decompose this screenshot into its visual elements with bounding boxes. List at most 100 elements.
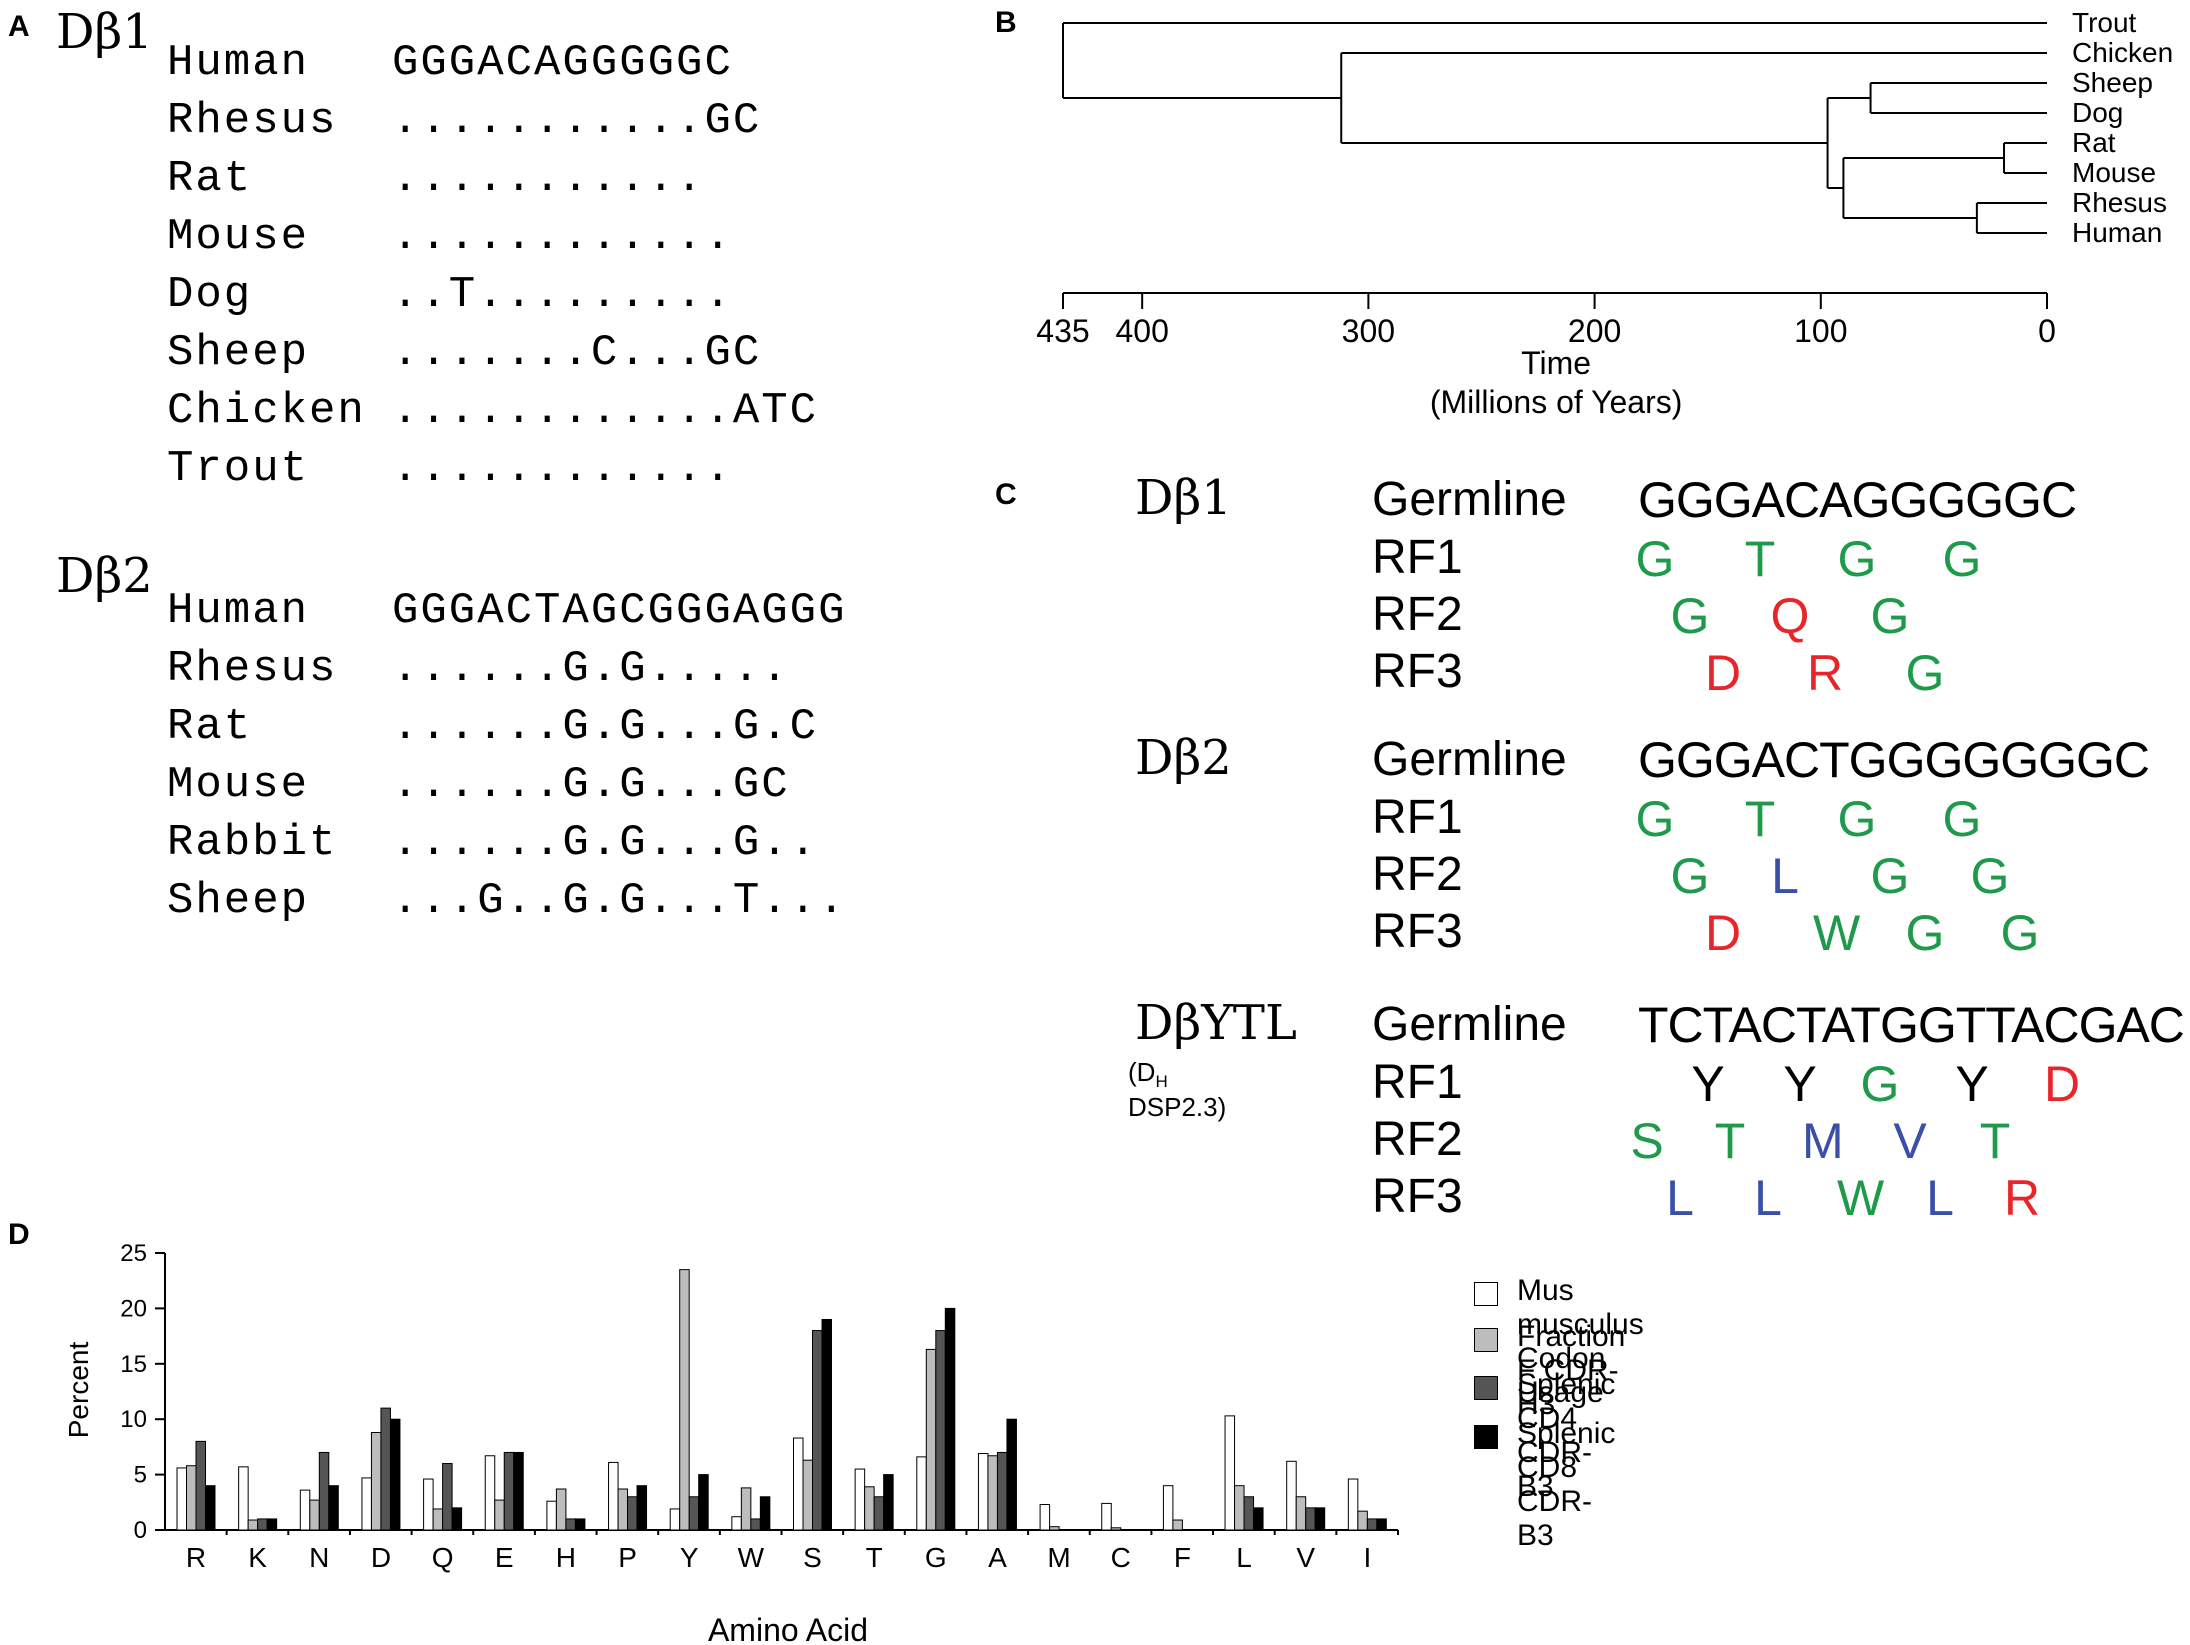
- category-label-Y: Y: [680, 1542, 699, 1573]
- db2-species-human: Human: [167, 586, 310, 636]
- db1-species-mouse: Mouse: [167, 212, 310, 262]
- bar-S-2: [812, 1330, 823, 1531]
- amino-acid-letter: S: [1630, 1113, 1664, 1169]
- bar-T-0: [854, 1468, 866, 1531]
- amino-acid-letter: G: [1870, 588, 1910, 644]
- db2-species-rhesus: Rhesus: [167, 644, 338, 694]
- amino-acid-letter: T: [1714, 1113, 1746, 1169]
- bar-P-3: [636, 1485, 648, 1531]
- germline-sequence: TCTACTATGGTTACGAC: [1638, 997, 2185, 1053]
- db1-species-rhesus: Rhesus: [167, 96, 338, 146]
- reading-frame-label-rf2: RF2: [1372, 588, 1463, 641]
- legend-label: Splenic CD4 CDR-B3: [1517, 1368, 1616, 1503]
- bar-R-0: [176, 1467, 187, 1531]
- db1-sequence-sheep: .......C...GC: [392, 328, 762, 378]
- db1-sequence-rhesus: ...........GC: [392, 96, 762, 146]
- legend-swatch: [1474, 1328, 1498, 1352]
- amino-acid-letter: G: [1670, 588, 1710, 644]
- bar-H-2: [565, 1518, 576, 1531]
- amino-acid-letter: G: [1870, 848, 1910, 904]
- db1-species-human: Human: [167, 38, 310, 88]
- db1-sequence-mouse: ............: [392, 212, 733, 262]
- panel-c-group-title: Dβ2: [1135, 730, 1232, 786]
- bar-W-1: [740, 1487, 752, 1531]
- amino-acid-letter: G: [1970, 848, 2010, 904]
- amino-acid-letter: G: [1670, 848, 1710, 904]
- bar-N-3: [328, 1485, 339, 1531]
- db2-sequence-rhesus: ......G.G.....: [392, 644, 790, 694]
- bar-R-2: [195, 1440, 206, 1531]
- category-label-V: V: [1296, 1542, 1315, 1573]
- phylogenetic-tree: TroutChickenSheepDogRatMouseRhesusHuman4…: [1036, 7, 2173, 420]
- amino-acid-letter: V: [1893, 1113, 1927, 1169]
- time-tick-label: 400: [1115, 313, 1168, 349]
- legend-swatch: [1474, 1376, 1498, 1400]
- category-label-Q: Q: [432, 1542, 454, 1573]
- db2-species-sheep: Sheep: [167, 876, 310, 926]
- bar-N-1: [309, 1499, 320, 1531]
- amino-acid-letter: Y: [1691, 1056, 1725, 1112]
- bar-C-1: [1110, 1527, 1122, 1531]
- category-label-D: D: [371, 1542, 391, 1573]
- amino-acid-letter: G: [1905, 905, 1945, 961]
- category-label-W: W: [738, 1542, 765, 1573]
- taxon-label-human: Human: [2072, 217, 2162, 248]
- bar-G-0: [916, 1456, 927, 1531]
- bar-P-2: [627, 1496, 638, 1531]
- bar-V-3: [1314, 1507, 1326, 1531]
- category-label-K: K: [248, 1542, 267, 1573]
- db2-species-rat: Rat: [167, 702, 253, 752]
- amino-acid-letter: L: [1754, 1170, 1782, 1226]
- bar-R-3: [205, 1485, 216, 1531]
- category-label-M: M: [1047, 1542, 1070, 1573]
- category-label-P: P: [618, 1542, 637, 1573]
- db1-title: Dβ1: [56, 4, 153, 60]
- bar-S-3: [821, 1318, 832, 1531]
- bar-K-3: [266, 1518, 278, 1531]
- bar-V-2: [1305, 1507, 1316, 1531]
- time-tick-label: 435: [1036, 313, 1089, 349]
- db1-sequence-trout: ............: [392, 444, 733, 494]
- category-label-N: N: [309, 1542, 329, 1573]
- amino-acid-letter: G: [1942, 531, 1982, 587]
- amino-acid-letter: T: [1744, 531, 1776, 587]
- reading-frame-label-rf3: RF3: [1372, 645, 1463, 698]
- bar-V-1: [1295, 1496, 1307, 1531]
- amino-acid-letter: L: [1926, 1170, 1954, 1226]
- bar-A-3: [1006, 1418, 1017, 1531]
- germline-sequence: GGGACTGGGGGGGC: [1638, 732, 2150, 788]
- category-label-E: E: [495, 1542, 514, 1573]
- panel-c-group-title: DβYTL: [1135, 995, 1297, 1051]
- amino-acid-letter: M: [1802, 1113, 1844, 1169]
- bar-K-2: [257, 1518, 268, 1531]
- reading-frame-label-rf2: RF2: [1372, 1113, 1463, 1166]
- db1-sequence-dog: ..T.........: [392, 270, 733, 320]
- bar-M-1: [1049, 1526, 1060, 1531]
- category-label-A: A: [988, 1542, 1007, 1573]
- bar-G-2: [935, 1330, 946, 1531]
- taxon-label-rat: Rat: [2072, 127, 2116, 158]
- bar-I-3: [1376, 1518, 1387, 1531]
- legend-label: Fraction F CDR-H3: [1517, 1320, 1626, 1421]
- legend-label: Splenic CD8 CDR-B3: [1517, 1417, 1616, 1552]
- db1-sequence-human: GGGACAGGGGGC: [392, 38, 733, 88]
- germline-sequence: GGGACAGGGGGC: [1638, 472, 2077, 528]
- bar-K-1: [247, 1519, 259, 1531]
- bar-I-2: [1366, 1518, 1378, 1531]
- category-label-L: L: [1236, 1542, 1252, 1573]
- y-tick-label: 25: [120, 1240, 147, 1267]
- reading-frame-label-rf3: RF3: [1372, 905, 1463, 958]
- bar-Y-2: [688, 1496, 700, 1531]
- amino-acid-letter: D: [1704, 645, 1742, 701]
- y-tick-label: 10: [120, 1406, 147, 1433]
- db1-species-dog: Dog: [167, 270, 253, 320]
- db1-sequence-rat: ...........: [392, 154, 705, 204]
- bar-D-3: [389, 1418, 401, 1531]
- db1-species-chicken: Chicken: [167, 386, 366, 436]
- bar-Y-0: [669, 1508, 681, 1531]
- legend-label: Mus musculus Codon Usage: [1517, 1274, 1644, 1409]
- amino-acid-letter: R: [2003, 1170, 2041, 1226]
- y-tick-label: 5: [134, 1462, 147, 1489]
- db1-species-sheep: Sheep: [167, 328, 310, 378]
- amino-acid-letter: W: [1813, 905, 1861, 961]
